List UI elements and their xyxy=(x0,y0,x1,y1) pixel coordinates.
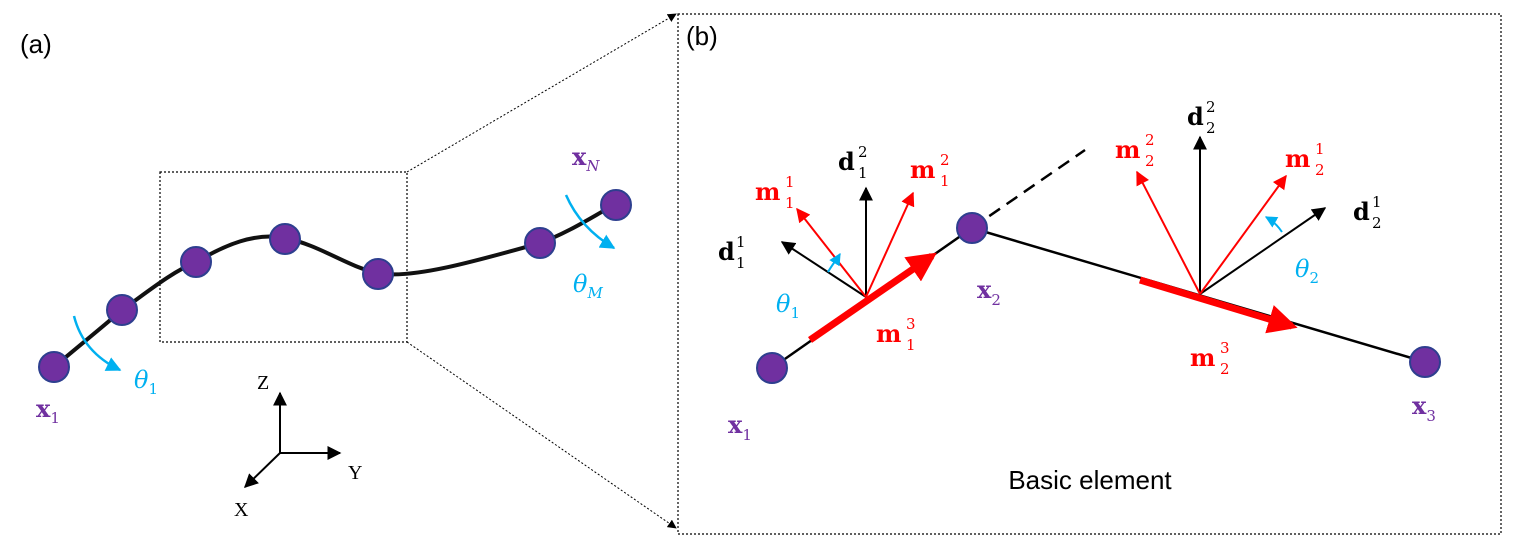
twist-label-first: θ1 xyxy=(134,366,158,398)
twist-arc-edge-1 xyxy=(827,252,841,273)
element-node xyxy=(956,212,988,244)
svg-text:m: m xyxy=(910,155,935,184)
rod-node xyxy=(600,189,632,221)
panel-b-frame xyxy=(677,13,1502,535)
label-d1-edge-1: d 1 1 xyxy=(718,233,746,272)
svg-text:2: 2 xyxy=(858,143,868,161)
reference-director-d1-edge-2 xyxy=(1199,207,1327,295)
svg-text:1: 1 xyxy=(858,164,868,182)
svg-text:1: 1 xyxy=(736,254,746,272)
rod-node xyxy=(38,351,70,383)
svg-text:1: 1 xyxy=(736,233,746,251)
reference-director-d1-edge-1 xyxy=(780,241,867,298)
label-d1-edge-2: d 1 2 xyxy=(1353,193,1382,232)
node-label-x1: x1 xyxy=(728,410,752,444)
svg-text:1: 1 xyxy=(785,194,795,212)
zoom-connector-bottom xyxy=(406,341,677,529)
zoom-connector-top xyxy=(406,13,677,173)
svg-text:d: d xyxy=(838,147,855,176)
twist-label-edge-1: θ1 xyxy=(776,290,800,322)
svg-text:2: 2 xyxy=(1315,161,1325,179)
svg-text:1: 1 xyxy=(906,336,916,354)
zoom-region-box xyxy=(159,171,408,343)
element-node xyxy=(756,352,788,384)
label-m3-edge-1: m 3 1 xyxy=(876,315,916,354)
svg-text:d: d xyxy=(1187,102,1204,131)
svg-text:2: 2 xyxy=(1145,131,1155,149)
element-node xyxy=(1409,346,1441,378)
coordinate-axes: Z Y X xyxy=(234,372,362,521)
twist-arc-edge-2 xyxy=(1264,216,1283,233)
tangent-arrow-edge-2 xyxy=(1138,276,1298,334)
tangent-arrow-edge-1 xyxy=(808,252,937,343)
node-label-x2: x2 xyxy=(977,275,1001,309)
x-axis-label: X xyxy=(234,499,249,521)
rod-node xyxy=(524,227,556,259)
label-m3-edge-2: m 3 2 xyxy=(1190,339,1230,378)
label-d2-edge-2: d 2 2 xyxy=(1187,98,1216,137)
frame-edge-2 xyxy=(1136,135,1327,295)
z-axis-label: Z xyxy=(257,372,269,394)
svg-text:d: d xyxy=(718,237,735,266)
y-axis-label: Y xyxy=(348,462,362,484)
svg-text:2: 2 xyxy=(1206,119,1216,137)
twist-arrow-first xyxy=(72,315,122,372)
panel-a-label: (a) xyxy=(20,29,52,59)
svg-text:m: m xyxy=(1190,343,1215,372)
svg-text:3: 3 xyxy=(906,315,916,333)
label-m2-edge-2: m 2 2 xyxy=(1115,131,1155,170)
material-director-m1-edge-2 xyxy=(1199,174,1287,295)
svg-text:2: 2 xyxy=(1220,360,1230,378)
twist-label-edge-2: θ2 xyxy=(1295,255,1319,287)
svg-text:2: 2 xyxy=(1372,214,1382,232)
svg-text:1: 1 xyxy=(785,173,795,191)
material-director-m2-edge-1 xyxy=(865,191,915,298)
node-label-first: x1 xyxy=(36,394,60,427)
label-m1-edge-1: m 1 1 xyxy=(755,173,795,212)
svg-text:1: 1 xyxy=(940,172,950,190)
svg-text:3: 3 xyxy=(1220,339,1230,357)
label-d2-edge-1: d 2 1 xyxy=(838,143,868,182)
panel-a: (a) x1 xN θ1 θM Z Y X xyxy=(20,13,677,529)
rod-node xyxy=(106,294,138,326)
twist-arrow-last xyxy=(564,194,616,250)
svg-text:m: m xyxy=(1285,144,1310,173)
material-director-m1-edge-1 xyxy=(796,207,867,298)
node-label-last: xN xyxy=(572,142,600,175)
svg-text:2: 2 xyxy=(1206,98,1216,116)
panel-b-caption: Basic element xyxy=(1008,465,1172,495)
panel-b: (b) x1 x2 x3 xyxy=(677,13,1502,535)
svg-text:m: m xyxy=(755,177,780,206)
svg-text:2: 2 xyxy=(940,151,950,169)
label-m1-edge-2: m 1 2 xyxy=(1285,140,1325,179)
svg-text:1: 1 xyxy=(1372,193,1382,211)
frame-edge-1 xyxy=(780,186,915,298)
label-m2-edge-1: m 2 1 xyxy=(910,151,950,190)
node-label-x3: x3 xyxy=(1412,391,1436,425)
rod-node xyxy=(269,223,301,255)
rod-node xyxy=(362,258,394,290)
material-director-m2-edge-2 xyxy=(1136,170,1201,295)
rod-node xyxy=(180,246,212,278)
twist-label-last: θM xyxy=(573,270,603,302)
svg-text:2: 2 xyxy=(1145,152,1155,170)
svg-text:m: m xyxy=(876,319,901,348)
svg-text:d: d xyxy=(1353,197,1370,226)
edge-extension-dashed xyxy=(971,148,1086,230)
panel-b-label: (b) xyxy=(686,21,718,51)
svg-text:m: m xyxy=(1115,135,1140,164)
x-axis xyxy=(243,452,281,488)
svg-text:1: 1 xyxy=(1315,140,1325,158)
